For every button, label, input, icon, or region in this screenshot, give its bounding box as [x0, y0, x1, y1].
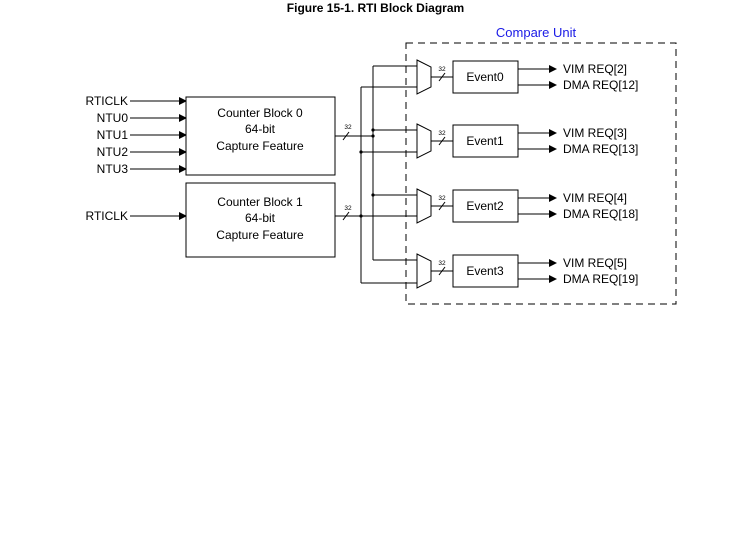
- output-vim-2: VIM REQ[4]: [563, 191, 627, 205]
- event-box-3: [452, 254, 519, 288]
- bus-width-label-event1: 32: [438, 130, 446, 137]
- mux-2: [416, 188, 432, 224]
- input-label-ntu0: NTU0: [97, 111, 129, 125]
- event-output-arrows: [518, 65, 557, 283]
- input-label-rticlk-0: RTICLK: [86, 94, 128, 108]
- output-dma-0: DMA REQ[12]: [563, 78, 638, 92]
- mux-to-event-buses: [431, 72, 453, 276]
- output-vim-3: VIM REQ[5]: [563, 256, 627, 270]
- counter-block-1-line2: 64-bit: [245, 211, 276, 225]
- event-box-0: [452, 60, 519, 94]
- counter-block-0: [185, 96, 336, 176]
- input-label-ntu1: NTU1: [97, 128, 129, 142]
- bus-width-label-event3: 32: [438, 260, 446, 267]
- event-label-3: Event3: [466, 264, 504, 278]
- bus-width-label-event0: 32: [438, 66, 446, 73]
- output-vim-1: VIM REQ[3]: [563, 126, 627, 140]
- bus-width-label-block1: 32: [344, 205, 352, 212]
- compare-unit-boundary: [405, 42, 677, 305]
- counter-block-1: [185, 182, 336, 258]
- counter-block-0-line3: Capture Feature: [216, 139, 304, 153]
- counter-block-0-line1: Counter Block 0: [217, 106, 303, 120]
- input-label-rticlk-1: RTICLK: [86, 209, 128, 223]
- event-label-2: Event2: [466, 199, 504, 213]
- event-label-1: Event1: [466, 134, 504, 148]
- counter-block-1-line3: Capture Feature: [216, 228, 304, 242]
- figure-title: Figure 15-1. RTI Block Diagram: [286, 1, 465, 15]
- mux-1: [416, 123, 432, 159]
- output-dma-2: DMA REQ[18]: [563, 207, 638, 221]
- output-dma-3: DMA REQ[19]: [563, 272, 638, 286]
- compare-unit-label: Compare Unit: [496, 25, 577, 40]
- mux-0: [416, 59, 432, 95]
- input-label-ntu2: NTU2: [97, 145, 129, 159]
- counter-output-buses: [335, 65, 417, 284]
- bus-width-label-block0: 32: [344, 124, 352, 131]
- input-label-ntu3: NTU3: [97, 162, 129, 176]
- output-dma-1: DMA REQ[13]: [563, 142, 638, 156]
- output-vim-0: VIM REQ[2]: [563, 62, 627, 76]
- input-arrows: [130, 97, 187, 220]
- compare-muxes: [416, 59, 432, 289]
- bus-width-label-event2: 32: [438, 195, 446, 202]
- event-label-0: Event0: [466, 70, 504, 84]
- event-box-2: [452, 189, 519, 223]
- counter-block-0-line2: 64-bit: [245, 122, 276, 136]
- event-box-1: [452, 124, 519, 158]
- bus-junction-dots: [359, 128, 375, 218]
- counter-block-1-line1: Counter Block 1: [217, 195, 303, 209]
- mux-3: [416, 253, 432, 289]
